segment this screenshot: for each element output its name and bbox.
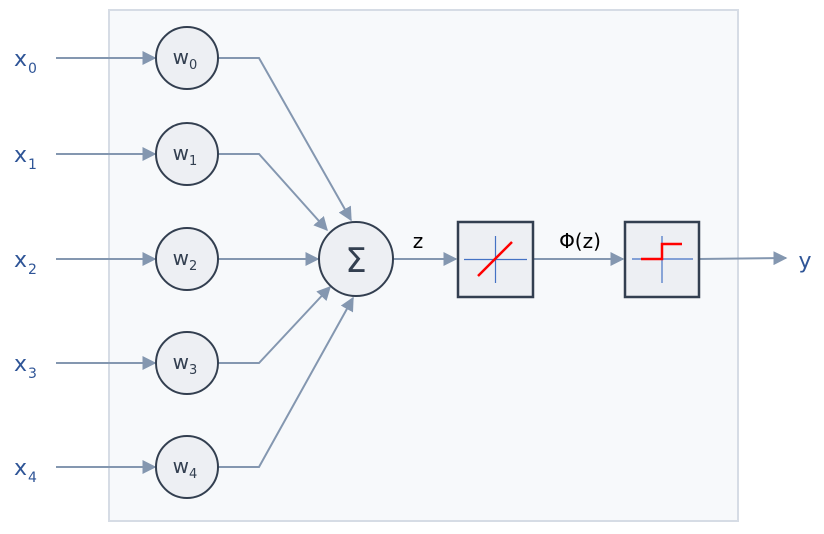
weight-node: w0 xyxy=(155,26,219,90)
weight-node: w3 xyxy=(155,331,219,395)
sum-symbol: Σ xyxy=(345,241,366,281)
sum-node: Σ xyxy=(318,221,394,297)
output-label: y xyxy=(798,249,811,274)
input-label: x1 xyxy=(14,143,37,173)
activation-label: Φ(z) xyxy=(559,229,601,253)
input-label: x2 xyxy=(14,248,37,278)
weight-label: w4 xyxy=(173,454,198,482)
threshold-function-box xyxy=(623,220,701,299)
input-label: x3 xyxy=(14,352,37,382)
weight-edge xyxy=(218,57,352,222)
weight-edge xyxy=(218,153,328,232)
weight-edge xyxy=(218,296,354,468)
weight-label: w1 xyxy=(173,141,198,169)
weight-node: w4 xyxy=(155,435,219,499)
weight-edge xyxy=(218,285,331,364)
input-label: x4 xyxy=(14,456,37,486)
weight-label: w3 xyxy=(173,350,198,378)
weight-node: w2 xyxy=(155,227,219,291)
weight-node: w1 xyxy=(155,122,219,186)
input-label: x0 xyxy=(14,47,37,77)
step-function-curve xyxy=(641,242,682,261)
weight-label: w0 xyxy=(173,45,198,73)
net-input-label: z xyxy=(413,229,424,253)
activation-to-output-edge xyxy=(698,251,788,266)
linear-function-curve xyxy=(477,241,513,277)
net-input-function-box xyxy=(456,220,535,299)
weight-label: w2 xyxy=(173,246,198,274)
